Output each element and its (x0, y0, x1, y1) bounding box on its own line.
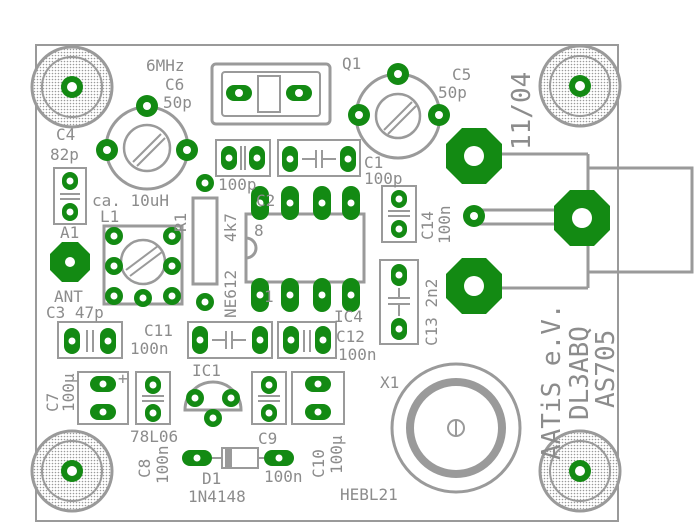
diode-d1 (182, 447, 294, 469)
label-date: 11/04 (507, 72, 537, 150)
label-q1: Q1 (342, 54, 361, 73)
label-ic1: IC1 (192, 361, 221, 380)
label-c14-name: C14 (418, 211, 437, 240)
capacitor-c13 (379, 259, 419, 345)
label-l1-value: ca. 10uH (92, 191, 169, 210)
label-c2-value: 100p (218, 175, 257, 194)
label-c3: C3 47p (46, 303, 104, 322)
label-c1-name: C1 (364, 153, 383, 172)
label-c4-value: 82p (50, 145, 79, 164)
ic-bottom-pads (251, 278, 360, 312)
crystal-q1 (210, 62, 332, 126)
label-r1-value: 4k7 (221, 213, 240, 242)
coil-l1 (102, 224, 184, 307)
capacitor-c12 (277, 321, 337, 359)
mounting-hole-top-left (30, 45, 114, 129)
capacitor-c2 (215, 139, 271, 177)
capacitor-c7: + (77, 369, 129, 425)
label-78l06: 78L06 (130, 427, 178, 446)
mounting-hole-bottom-right (538, 429, 622, 513)
capacitor-c4 (53, 167, 87, 225)
label-r1-name: R1 (171, 213, 190, 232)
trimmer-c6 (96, 95, 198, 191)
capacitor-c1 (277, 139, 361, 177)
antenna-pad-a1 (50, 242, 90, 282)
label-c4-name: C4 (56, 125, 75, 144)
label-d1-value: 1N4148 (188, 487, 246, 506)
label-c11-value: 100n (130, 339, 169, 358)
label-c9-name: C9 (258, 429, 277, 448)
mounting-hole-top-right (538, 44, 622, 128)
capacitor-c14 (381, 185, 417, 243)
ic-ne612 (244, 186, 366, 312)
connector-jack (446, 128, 694, 314)
svg-text:+: + (118, 369, 128, 388)
label-ne612: NE612 (221, 270, 240, 318)
label-ic4: IC4 (334, 307, 363, 326)
capacitor-c3 (57, 321, 123, 359)
capacitor-c8 (251, 371, 287, 425)
capacitor-c11 (187, 321, 273, 359)
label-callsign: DL3ABQ (565, 326, 595, 420)
label-c12-value: 100n (338, 345, 377, 364)
label-c6-name: C6 (165, 75, 184, 94)
label-c14-value: 100n (435, 205, 454, 244)
label-a1: A1 (60, 223, 79, 242)
label-c5-value: 50p (438, 83, 467, 102)
label-aatis: AATiS e.V. (537, 303, 567, 460)
label-c7-value: 100µ (59, 373, 78, 412)
label-as705: AS705 (591, 330, 621, 408)
label-c13: C13 2n2 (422, 279, 441, 346)
capacitor-small-left (135, 371, 171, 425)
board-outline (35, 44, 619, 522)
label-c10-name: C10 (309, 449, 328, 478)
label-c5-name: C5 (452, 65, 471, 84)
label-c2-name: C2 (256, 191, 275, 210)
regulator-ic1 (183, 380, 243, 427)
label-c10-value: 100µ (327, 435, 346, 474)
label-c8-value: 100n (153, 445, 172, 484)
label-c9-value: 100n (264, 467, 303, 486)
trimmer-c5 (348, 63, 450, 160)
label-c11-name: C11 (144, 321, 173, 340)
label-c8-name: C8 (135, 459, 154, 478)
label-crystal-freq: 6MHz (146, 56, 185, 75)
label-ic-pin1: 1 (264, 287, 274, 306)
label-c12-name: C12 (336, 327, 365, 346)
capacitor-c10 (291, 371, 345, 425)
label-c7-name: C7 (43, 393, 62, 412)
mounting-hole-bottom-left (30, 429, 114, 513)
label-d1-name: D1 (202, 469, 221, 488)
label-c1-value: 100p (364, 169, 403, 188)
buzzer-x1 (390, 362, 522, 494)
label-l1-name: L1 (100, 207, 119, 226)
label-ant: ANT (54, 287, 83, 306)
label-x1: X1 (380, 373, 399, 392)
label-ic-pin8: 8 (254, 221, 264, 240)
resistor-r1 (191, 174, 219, 311)
label-c6-value: 50p (163, 93, 192, 112)
label-hebl21: HEBL21 (340, 485, 398, 504)
ic-top-pads (251, 186, 360, 220)
